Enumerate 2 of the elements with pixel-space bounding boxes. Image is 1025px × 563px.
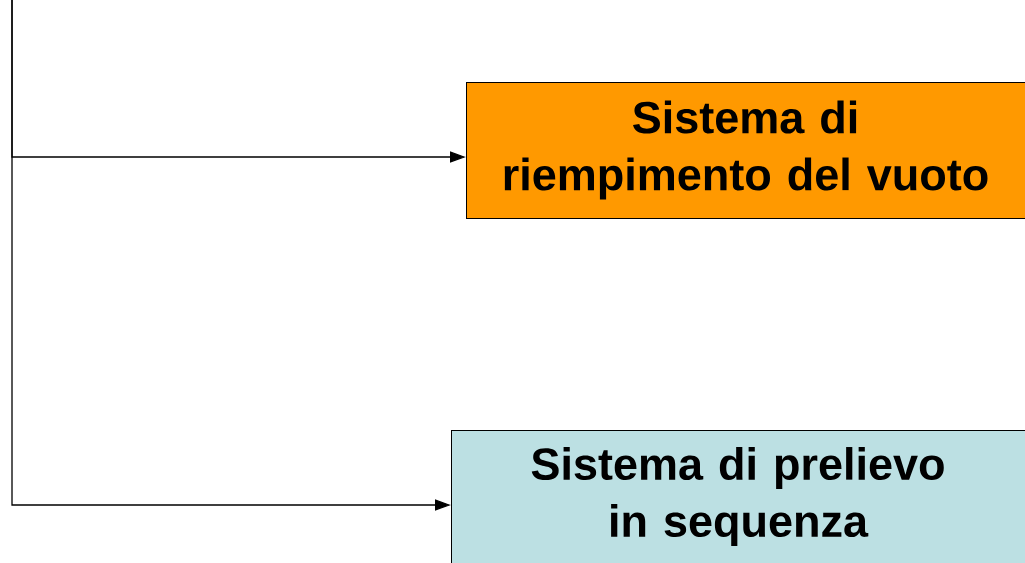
process-box: Sistema di prelievo in sequenza	[451, 430, 1025, 563]
process-box: Sistema di riempimento del vuoto	[466, 82, 1025, 219]
